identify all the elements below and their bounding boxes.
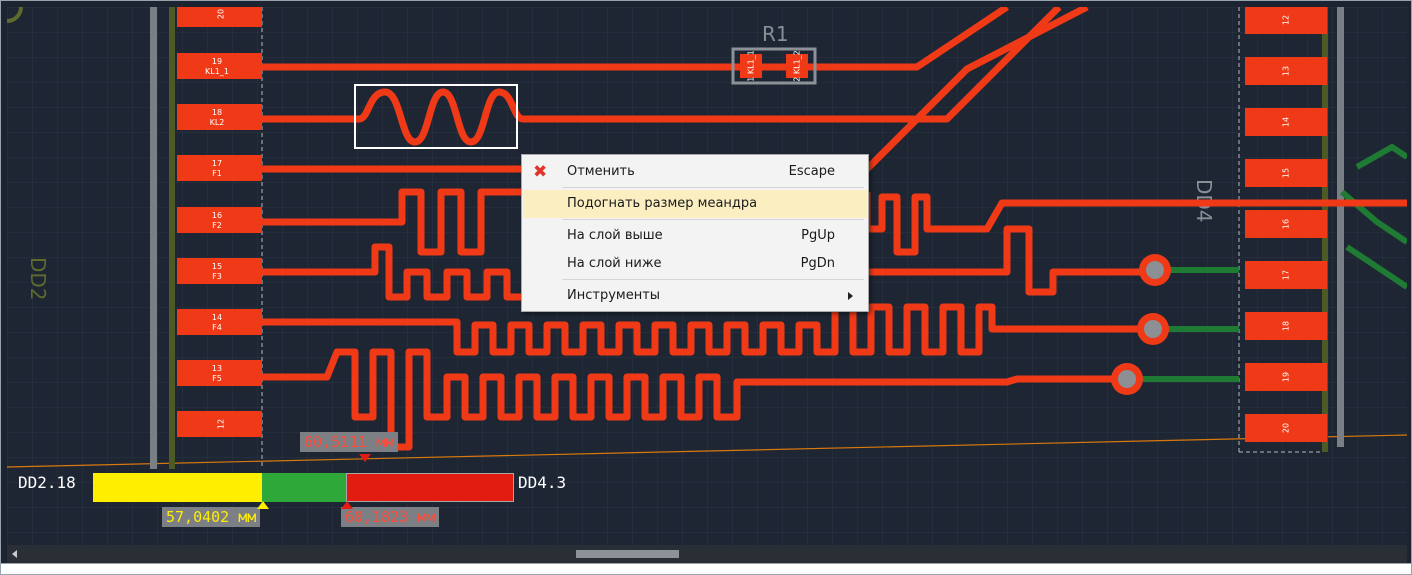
dd4-pad-label: 18	[1282, 321, 1291, 331]
dd4-pad-label: 17	[1282, 270, 1291, 280]
cancel-icon: ✖	[533, 162, 548, 182]
dd4-pad	[1245, 159, 1327, 187]
dd4-pad-label: 20	[1282, 423, 1291, 433]
dd2-pad-net: F3	[212, 272, 222, 281]
dd4-pad	[1245, 7, 1327, 34]
menu-separator	[562, 219, 864, 220]
dd2-pad	[177, 309, 262, 335]
scrollbar-thumb[interactable]	[576, 550, 679, 558]
dd2-pad-net: F1	[212, 169, 222, 178]
max-marker-icon	[341, 501, 353, 509]
menu-separator	[562, 187, 864, 188]
submenu-arrow-icon	[848, 292, 853, 300]
dd2-silk-line	[169, 7, 175, 469]
dd4-body-line	[1337, 7, 1344, 447]
r1-pad-label: 2 KL1_2	[793, 50, 802, 82]
dd2-pad-net: F5	[212, 374, 222, 383]
dd2-body-line	[150, 7, 157, 469]
dd2-pad-label: 15	[212, 262, 222, 271]
r1-pad-label: 1 KL1_1	[747, 50, 756, 82]
start-net-label: DD2.18	[18, 473, 76, 492]
target-length-label: 60,5111 мм	[300, 432, 399, 452]
dd4-pads: 12 13 14 15 16 17 18 19 20	[1245, 7, 1327, 442]
dd4-pad-label: 19	[1282, 372, 1291, 382]
dd2-pad	[177, 155, 262, 181]
dd4-pad-label: 12	[1282, 15, 1291, 25]
meander-selection-box[interactable]	[354, 84, 518, 149]
horizontal-scrollbar[interactable]	[7, 545, 1407, 563]
dd4-pad-label: 16	[1282, 219, 1291, 229]
current-marker-icon	[257, 501, 269, 509]
window-bottom-strip	[1, 563, 1411, 574]
dd2-pad	[177, 7, 262, 27]
menu-item-cancel[interactable]: ✖ Отменить Escape	[533, 162, 835, 182]
menu-item-tools[interactable]: Инструменты	[523, 282, 867, 310]
current-length-label: 57,0402 мм	[162, 507, 261, 527]
dd4-pad	[1245, 261, 1327, 289]
dd2-pad-label: 14	[212, 313, 222, 322]
dd2-pad-label: 20	[217, 9, 226, 19]
dd2-pad	[177, 104, 262, 130]
dd4-pad-label: 15	[1282, 168, 1291, 178]
dd4-pad	[1245, 108, 1327, 136]
pcb-board-svg[interactable]: DD2 DD4	[7, 7, 1407, 545]
length-bar-over	[346, 473, 514, 502]
dd2-pad	[177, 360, 262, 386]
vias	[1111, 254, 1171, 395]
dd4-pad-label: 14	[1282, 117, 1291, 127]
reference-line	[7, 434, 1407, 468]
menu-separator	[562, 279, 864, 280]
dd2-pad-label: 13	[212, 364, 222, 373]
menu-item-fit-meander[interactable]: Подогнать размер меандра	[523, 190, 867, 218]
pcb-canvas[interactable]: DD2 DD4	[7, 7, 1407, 545]
dd2-pad-label: 18	[212, 108, 222, 117]
dd2-pad-net: F4	[212, 323, 222, 332]
dd2-refdes: DD2	[26, 257, 50, 301]
dd2-pad	[177, 258, 262, 284]
length-bar-below	[93, 473, 263, 502]
dd2-pad-net: KL2	[210, 118, 225, 127]
target-marker-icon	[359, 454, 371, 462]
dd4-pad	[1245, 414, 1327, 442]
dd4-pad	[1245, 363, 1327, 391]
dd4-pad	[1245, 312, 1327, 340]
dd2-pad-label: 19	[212, 57, 222, 66]
dd4-pad-label: 13	[1282, 66, 1291, 76]
dd2-pad-label: 12	[217, 419, 226, 429]
length-bar-ok	[262, 473, 347, 502]
r1-refdes: R1	[762, 22, 789, 46]
menu-item-layer-up[interactable]: На слой выше PgUp	[567, 228, 835, 243]
scroll-left-icon[interactable]	[12, 550, 17, 558]
dd2-pad	[177, 53, 262, 79]
dd4-pad	[1245, 210, 1327, 238]
dd2-pad-label: 17	[212, 159, 222, 168]
context-menu: ✖ Отменить Escape Подогнать размер меанд…	[521, 154, 869, 312]
dd2-pad-label: 16	[212, 211, 222, 220]
dd2-pad	[177, 411, 262, 437]
end-net-label: DD4.3	[518, 473, 567, 492]
dd2-pad-net: KL1_1	[205, 67, 229, 76]
dd2-pad-net: F2	[212, 221, 222, 230]
dd2-pad	[177, 207, 262, 233]
dd4-pad	[1245, 57, 1327, 85]
menu-item-layer-down[interactable]: На слой ниже PgDn	[567, 256, 835, 271]
max-length-label: 60,1823 мм	[341, 507, 440, 527]
r1-component[interactable]: R1	[731, 22, 817, 85]
